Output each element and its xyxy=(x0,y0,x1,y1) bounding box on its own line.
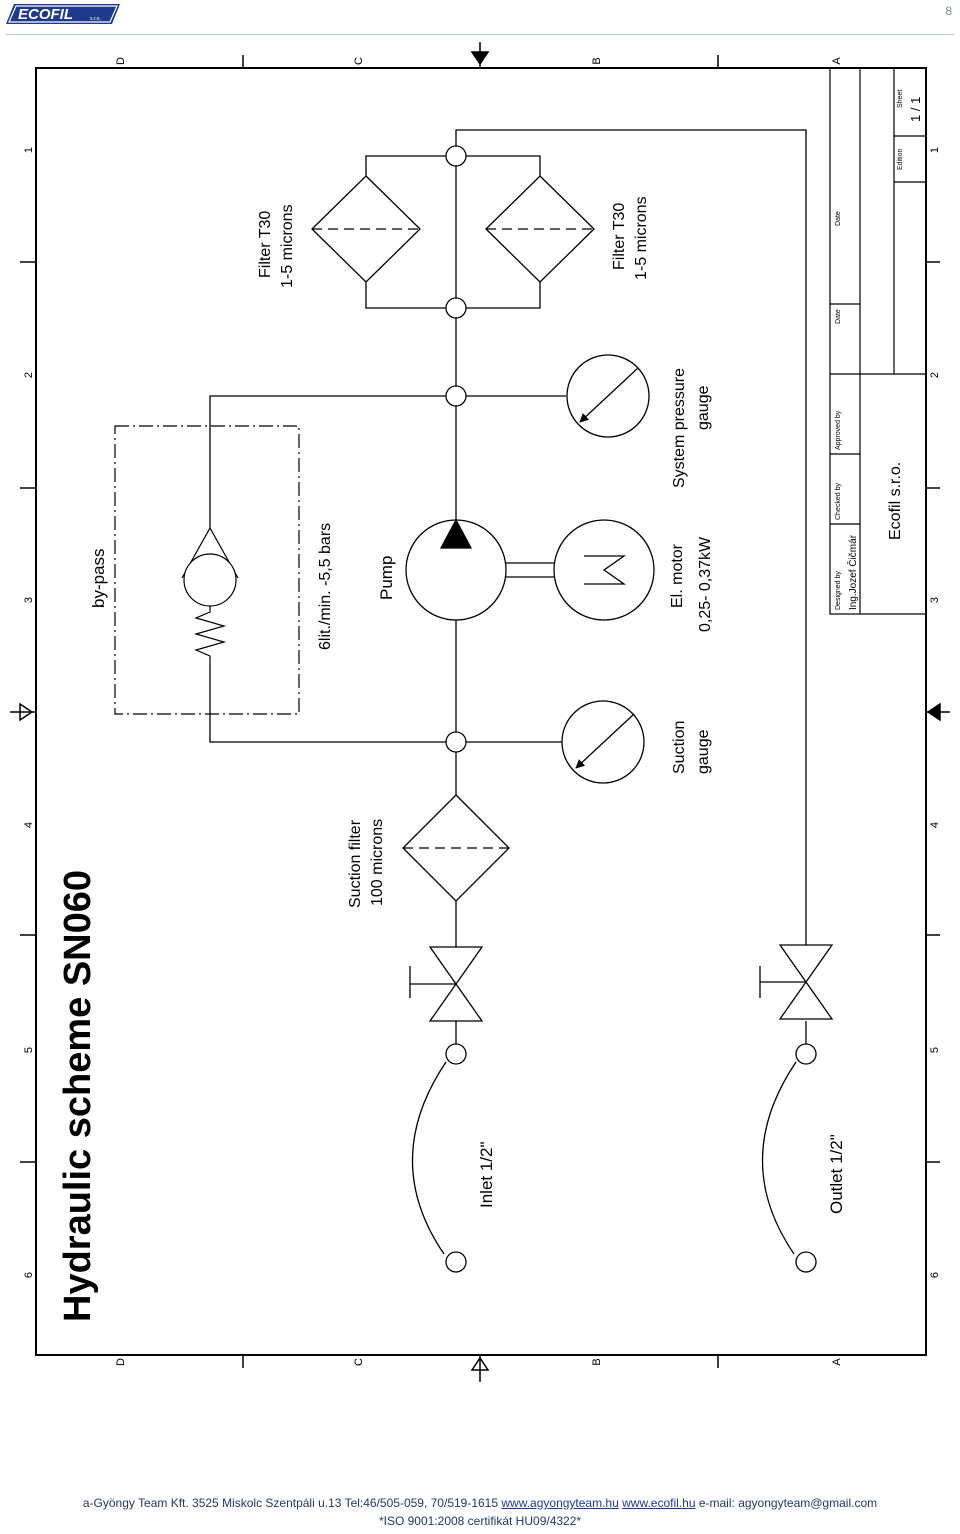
grid-letter-c-top: C xyxy=(353,57,365,65)
system-gauge-word: gauge xyxy=(695,385,712,430)
grid-number-3-right: 3 xyxy=(929,597,941,603)
page-number: 8 xyxy=(945,4,952,18)
suction-gauge-name: Suction xyxy=(671,721,688,774)
drawing-title: Hydraulic scheme SN060 xyxy=(57,870,99,1322)
grid-letters: D C B A D C B A xyxy=(115,57,843,1366)
hydraulic-lines xyxy=(209,129,807,1255)
filter-left-name: Filter T30 xyxy=(257,211,274,278)
grid-number-6-right: 6 xyxy=(929,1272,941,1278)
inlet-label: Inlet 1/2" xyxy=(477,1141,496,1208)
hydraulic-drawing: D C B A D C B A 1 2 3 4 5 6 1 2 3 4 5 6 … xyxy=(10,42,950,1382)
motor-labels: El. motor 0,25- 0,37kW xyxy=(669,536,714,632)
grid-number-1-right: 1 xyxy=(929,147,941,153)
grid-number-4-right: 4 xyxy=(929,822,941,828)
footer-iso-certificate: *ISO 9001:2008 certifikát HU09/4322* xyxy=(378,1514,582,1528)
grid-letter-a-bottom: A xyxy=(831,1358,843,1366)
designed-by-label: Designed by xyxy=(835,571,842,610)
system-gauge-name: System pressure xyxy=(671,368,688,488)
footer-contact-line: a-Gyöngy Team Kft. 3525 Miskolc Szentpál… xyxy=(0,1496,960,1514)
grid-number-6-left: 6 xyxy=(23,1272,35,1278)
grid-number-1-left: 1 xyxy=(23,147,35,153)
filter-left-spec: 1-5 microns xyxy=(279,204,296,288)
date-label: Date xyxy=(835,309,842,324)
motor-name: El. motor xyxy=(669,543,686,608)
title-block-text: Designed by Ing.Jozef Čičmár Checked by … xyxy=(835,90,923,610)
edition-label: Edition xyxy=(897,148,904,170)
grid-letter-d-bottom: D xyxy=(115,1358,127,1366)
grid-numbers: 1 2 3 4 5 6 1 2 3 4 5 6 xyxy=(23,147,941,1278)
suction-filter-name: Suction filter xyxy=(347,819,364,908)
pump-symbol xyxy=(405,518,507,621)
grid-number-4-left: 4 xyxy=(23,822,35,828)
page-footer: a-Gyöngy Team Kft. 3525 Miskolc Szentpál… xyxy=(0,1496,960,1528)
filter-right-name: Filter T30 xyxy=(611,203,628,270)
suction-filter xyxy=(402,794,510,902)
grid-number-2-left: 2 xyxy=(23,372,35,378)
motor-power: 0,25- 0,37kW xyxy=(697,536,714,632)
grid-number-5-right: 5 xyxy=(929,1047,941,1053)
ecofil-logo: ECOFIL s.r.o. xyxy=(6,4,120,24)
grid-letter-c-bottom: C xyxy=(353,1358,365,1366)
footer-email-label: e-mail: xyxy=(698,1496,735,1510)
filter-labels: Filter T30 1-5 microns Filter T30 1-5 mi… xyxy=(257,196,650,288)
suction-gauge-labels: Suction gauge xyxy=(671,721,712,774)
suction-gauge-word: gauge xyxy=(695,729,712,774)
logo-text: ECOFIL xyxy=(18,6,73,23)
designed-by-value: Ing.Jozef Čičmár xyxy=(846,534,859,610)
logo-suffix: s.r.o. xyxy=(90,16,101,22)
filter-t30-right xyxy=(485,175,595,283)
suction-filter-labels: Suction filter 100 microns xyxy=(347,819,386,908)
grid-number-2-right: 2 xyxy=(929,372,941,378)
bypass-label: by-pass xyxy=(89,548,108,608)
system-gauge-labels: System pressure gauge xyxy=(671,368,712,488)
electric-motor-symbol xyxy=(553,519,655,621)
footer-link-agyongyteam[interactable]: www.agyongyteam.hu xyxy=(501,1496,619,1510)
outlet-valve xyxy=(759,944,834,1020)
sheet-label: Sheet xyxy=(897,90,904,108)
junction-nodes xyxy=(445,145,817,1273)
page-header: ECOFIL s.r.o. 8 xyxy=(0,0,960,40)
sheet-value: 1 / 1 xyxy=(908,97,923,122)
grid-letter-b-top: B xyxy=(591,57,603,64)
outlet-label: Outlet 1/2" xyxy=(827,1134,846,1214)
bypass-valve xyxy=(114,425,300,715)
suction-gauge xyxy=(561,700,645,784)
company-name: Ecofil s.r.o. xyxy=(887,462,904,540)
bypass-setting-label: 6lit./min. -5,5 bars xyxy=(317,523,334,650)
filter-right-spec: 1-5 microns xyxy=(633,196,650,280)
approved-by-label: Approved by xyxy=(835,410,842,450)
grid-letter-a-top: A xyxy=(831,57,843,65)
suction-filter-spec: 100 microns xyxy=(369,819,386,906)
footer-email[interactable]: agyongyteam@gmail.com xyxy=(738,1496,878,1510)
header-divider xyxy=(6,34,954,35)
footer-address: a-Gyöngy Team Kft. 3525 Miskolc Szentpál… xyxy=(82,1496,499,1510)
title-block xyxy=(829,67,927,615)
filter-t30-left xyxy=(311,175,421,283)
inlet-valve xyxy=(409,946,484,1022)
grid-letter-b-bottom: B xyxy=(591,1358,603,1365)
pump-label: Pump xyxy=(377,556,396,600)
footer-link-ecofil[interactable]: www.ecofil.hu xyxy=(622,1496,696,1510)
date-label-2: Date xyxy=(835,211,842,226)
system-pressure-gauge xyxy=(566,354,650,438)
grid-letter-d-top: D xyxy=(115,57,127,65)
grid-number-5-left: 5 xyxy=(23,1047,35,1053)
checked-by-label: Checked by xyxy=(835,483,842,520)
grid-number-3-left: 3 xyxy=(23,597,35,603)
centering-marks xyxy=(10,42,950,1382)
frame-ticks xyxy=(20,55,940,1368)
